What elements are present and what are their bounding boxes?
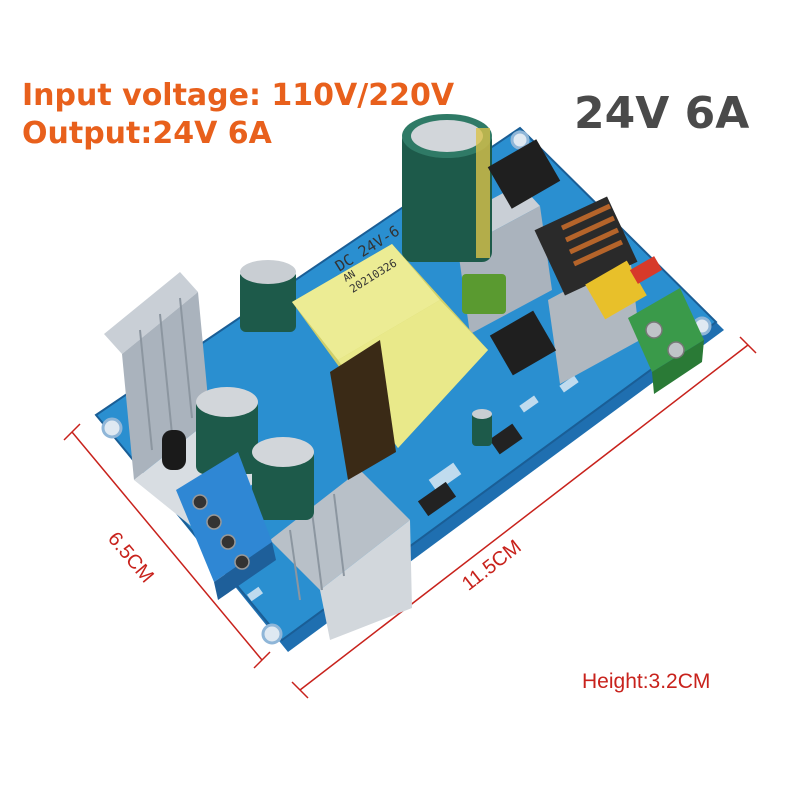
terminal-label: - <box>200 582 218 598</box>
height-dimension-label: Height:3.2CM <box>582 670 711 693</box>
length-dimension-line <box>291 336 757 699</box>
transformer <box>292 244 488 480</box>
mounting-hole <box>101 417 123 439</box>
headline-rating: 24V 6A <box>574 88 750 139</box>
capacitor <box>240 260 296 332</box>
input-terminal-block <box>628 288 704 394</box>
x-capacitor <box>462 274 506 314</box>
film-capacitor <box>585 260 647 320</box>
output-terminal-block <box>176 452 276 600</box>
output-rating-text: Output:24V 6A <box>22 116 272 151</box>
front-heatsink <box>270 470 412 640</box>
capacitor <box>252 437 314 520</box>
optocoupler <box>417 481 457 517</box>
mounting-hole <box>261 623 283 645</box>
fuse <box>629 256 663 284</box>
ic-chip <box>489 423 523 455</box>
power-transistor <box>489 310 557 376</box>
power-transistor <box>487 139 561 209</box>
capacitor <box>196 387 258 474</box>
width-dimension-line <box>63 423 271 669</box>
mounting-hole <box>510 130 530 150</box>
main-capacitor <box>402 114 492 262</box>
capacitor <box>472 409 492 446</box>
thermistor <box>162 430 186 470</box>
input-voltage-text: Input voltage: 110V/220V <box>22 78 455 113</box>
